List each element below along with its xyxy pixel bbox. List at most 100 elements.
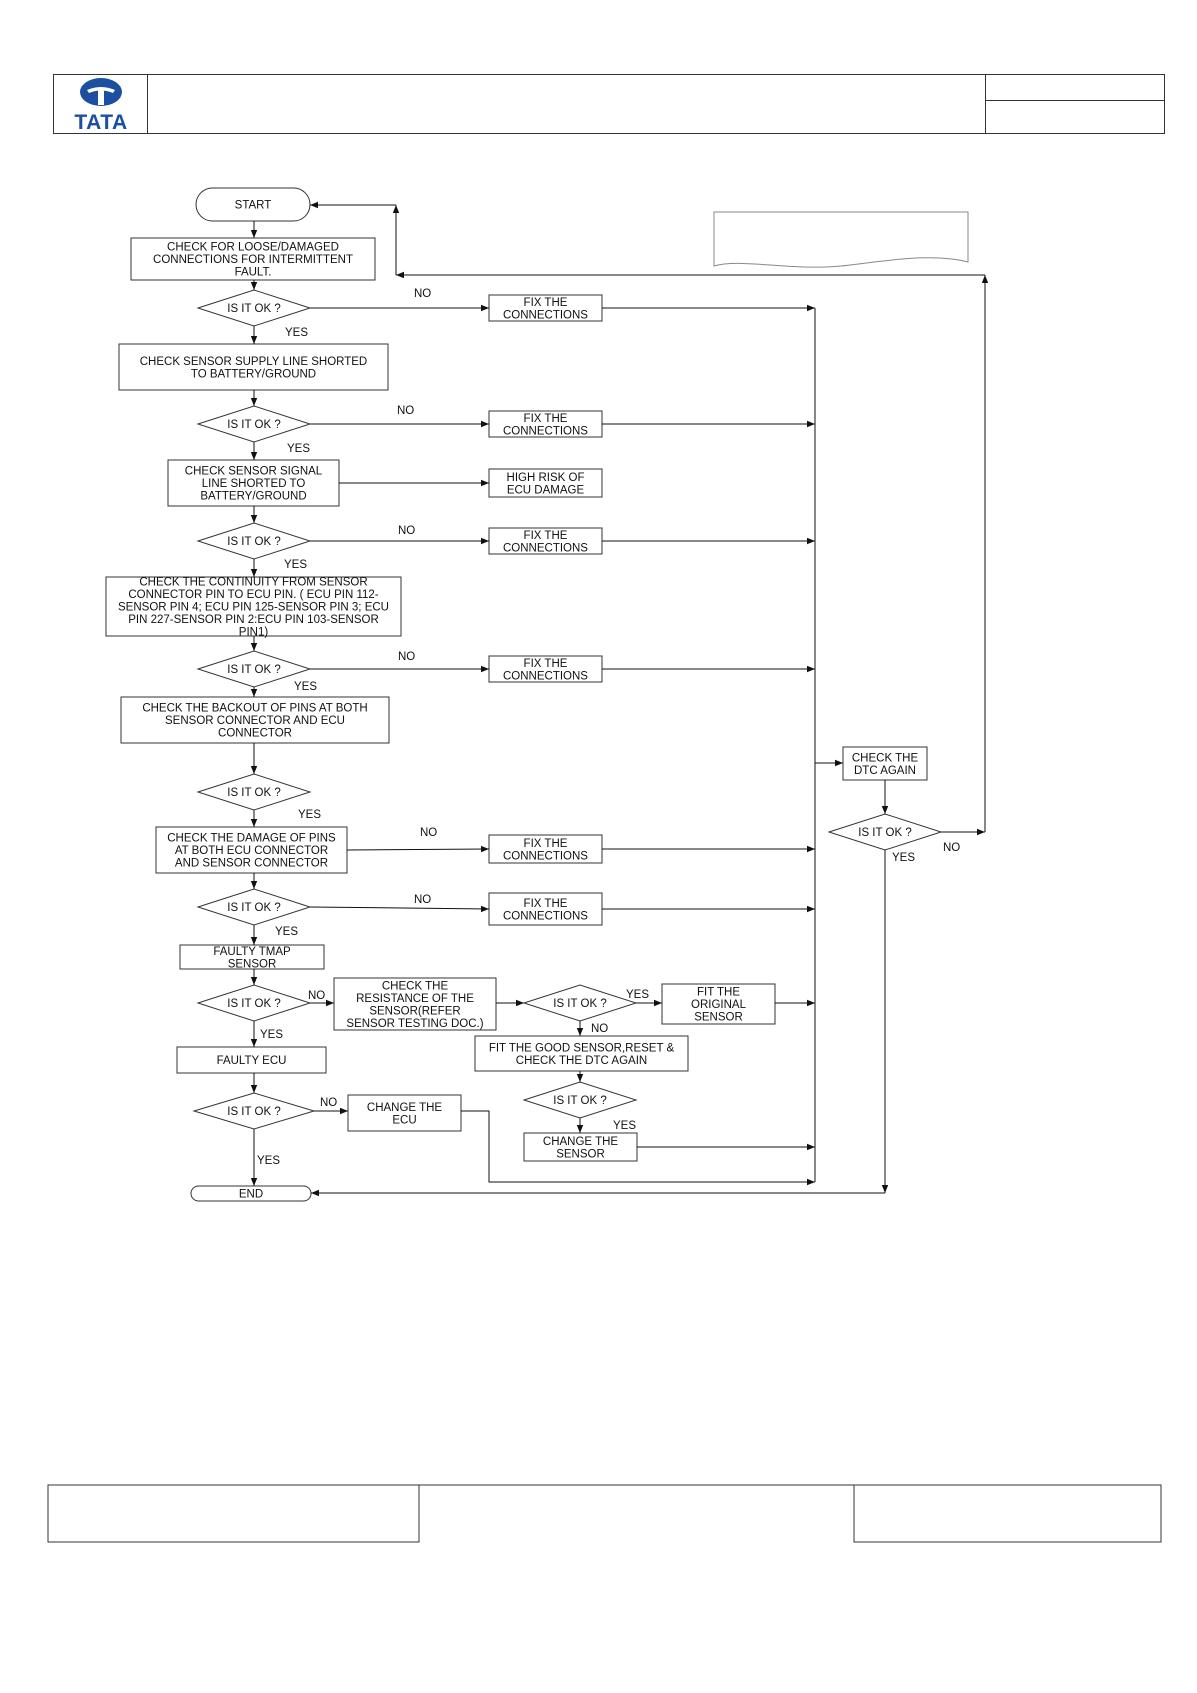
check-continuity-box-text: PIN1) (239, 627, 269, 639)
no-label-7: NO (308, 990, 325, 1002)
fit-original-sensor-box-rect (661, 983, 776, 1025)
fix-connections-box-4-text: FIX THE (524, 658, 568, 670)
check-continuity-box-rect (105, 576, 402, 637)
footer-left-cell (47, 1484, 420, 1543)
decision-10: IS IT OK ? (522, 1081, 638, 1119)
end-terminal: END (190, 1185, 312, 1202)
check-pin-damage-box-text: CHECK THE DAMAGE OF PINS (167, 833, 336, 845)
fit-original-sensor-box-text: SENSOR (694, 1012, 743, 1024)
check-backout-pins-box-text: CHECK THE BACKOUT OF PINS AT BOTH (142, 703, 367, 715)
yes-label-3: YES (284, 559, 307, 571)
change-sensor-box-rect (523, 1132, 638, 1162)
fit-good-sensor-box-text: CHECK THE DTC AGAIN (516, 1055, 647, 1067)
decision-2-text: IS IT OK ? (227, 419, 280, 431)
check-continuity-box-text: CHECK THE CONTINUITY FROM SENSOR (139, 577, 367, 589)
fit-good-sensor-box-rect (474, 1035, 689, 1072)
fit-original-sensor-box-text: ORIGINAL (691, 999, 747, 1011)
decision-7-text: IS IT OK ? (227, 998, 280, 1010)
fix-connections-box-5-text: CONNECTIONS (503, 850, 588, 862)
yes-label-6: YES (275, 926, 298, 938)
yes-label-7: YES (260, 1029, 283, 1041)
decision-5: IS IT OK ? (196, 773, 312, 811)
check-backout-pins-box-text: CONNECTOR (218, 728, 292, 740)
faulty-tmap-sensor-box-rect (179, 944, 325, 970)
yes-label-4: YES (294, 681, 317, 693)
fix-connections-box-2-text: FIX THE (524, 413, 568, 425)
decision-4-text: IS IT OK ? (227, 664, 280, 676)
decision-9-text: IS IT OK ? (553, 998, 606, 1010)
footer-right-cell (853, 1484, 1162, 1543)
header-logo-cell (53, 74, 148, 134)
fix-connections-box-3-text: CONNECTIONS (503, 542, 588, 554)
decision-10-text: IS IT OK ? (553, 1095, 606, 1107)
no-label-9: NO (320, 1097, 337, 1109)
check-loose-connections-box-text: FAULT. (235, 267, 272, 279)
check-resistance-box-text: SENSOR TESTING DOC.) (346, 1018, 483, 1030)
check-continuity-box: CHECK THE CONTINUITY FROM SENSORCONNECTO… (105, 576, 402, 639)
faulty-ecu-box-text: FAULTY ECU (217, 1055, 287, 1067)
no-label-2: NO (397, 405, 414, 417)
faulty-tmap-sensor-box-text: FAULTY TMAP (213, 946, 291, 958)
no-label-8: NO (591, 1023, 608, 1035)
decision-7: IS IT OK ? (196, 984, 312, 1022)
no-label-1: NO (414, 288, 431, 300)
high-risk-ecu-box-rect (488, 468, 603, 498)
yes-label-9: YES (613, 1120, 636, 1132)
check-resistance-box-rect (333, 977, 497, 1031)
faulty-tmap-sensor-box-text: SENSOR (228, 958, 277, 970)
fit-original-sensor-box-text: FIT THE (697, 987, 740, 999)
fix-connections-box-4-text: CONNECTIONS (503, 670, 588, 682)
yes-label-8: YES (626, 989, 649, 1001)
check-loose-connections-box-text: CONNECTIONS FOR INTERMITTENT (153, 254, 353, 266)
start-terminal-text: START (235, 200, 272, 212)
decision-11-text: IS IT OK ? (858, 827, 911, 839)
decision-10-shape (522, 1081, 638, 1119)
decision-6-text: IS IT OK ? (227, 902, 280, 914)
high-risk-ecu-box-text: HIGH RISK OF (507, 472, 585, 484)
fit-good-sensor-box: FIT THE GOOD SENSOR,RESET &CHECK THE DTC… (474, 1035, 689, 1072)
check-resistance-box-text: RESISTANCE OF THE (356, 993, 474, 1005)
check-continuity-box-text: CONNECTOR PIN TO ECU PIN. ( ECU PIN 112- (128, 589, 378, 601)
decision-3: IS IT OK ? (196, 522, 312, 560)
header-right-bottom-cell (985, 100, 1165, 134)
decision-5-text: IS IT OK ? (227, 787, 280, 799)
no-label-6: NO (414, 894, 431, 906)
end-terminal-text: END (239, 1189, 263, 1201)
decision-8: IS IT OK ? (192, 1092, 316, 1130)
fit-good-sensor-box-text: FIT THE GOOD SENSOR,RESET & (489, 1042, 675, 1054)
decision-1-text: IS IT OK ? (227, 303, 280, 315)
fix-connections-box-3-rect (488, 527, 603, 555)
decision-6: IS IT OK ? (196, 888, 312, 926)
high-risk-ecu-box-text: ECU DAMAGE (507, 484, 585, 496)
fix-connections-box-6-text: FIX THE (524, 898, 568, 910)
fix-connections-box-1-text: FIX THE (524, 297, 568, 309)
check-dtc-again-box-text: DTC AGAIN (854, 765, 916, 777)
check-signal-line-box-text: LINE SHORTED TO (202, 478, 306, 490)
yes-label-2: YES (287, 443, 310, 455)
connector-line (461, 1110, 815, 1186)
check-backout-pins-box: CHECK THE BACKOUT OF PINS AT BOTHSENSOR … (120, 696, 390, 744)
faulty-ecu-box-rect (176, 1046, 327, 1074)
yes-label-5: YES (298, 809, 321, 821)
no-label-10: NO (943, 842, 960, 854)
no-label-3: NO (398, 525, 415, 537)
yes-label-10: YES (257, 1155, 280, 1167)
start-terminal: START (195, 187, 311, 222)
check-pin-damage-box-text: AT BOTH ECU CONNECTOR (175, 845, 328, 857)
check-pin-damage-box-text: AND SENSOR CONNECTOR (175, 858, 328, 870)
check-supply-line-box-text: CHECK SENSOR SUPPLY LINE SHORTED (140, 356, 368, 368)
